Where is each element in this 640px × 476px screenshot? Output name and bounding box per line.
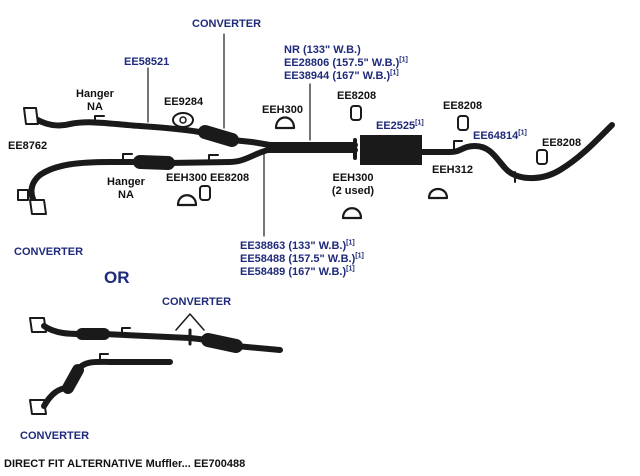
label-hanger-na-mid: Hanger NA bbox=[100, 176, 152, 202]
label-eeh312: EEH312 bbox=[432, 164, 473, 176]
muffler bbox=[360, 135, 422, 165]
eeh300-clamp-used bbox=[341, 207, 363, 220]
label-hanger-na-top: Hanger NA bbox=[70, 88, 120, 114]
label-eeh300-used: EEH300 (2 used) bbox=[325, 172, 381, 198]
ee8208-hanger-c bbox=[536, 149, 548, 165]
label-ee38944: EE38944 (167" W.B.)[1] bbox=[284, 69, 399, 82]
label-ee8208-a: EE8208 bbox=[337, 90, 377, 102]
label-eeh300-used-line2: (2 used) bbox=[331, 185, 375, 197]
label-ee58488: EE58488 (157.5" W.B.)[1] bbox=[240, 252, 364, 265]
label-ee9284: EE9284 bbox=[164, 96, 204, 108]
alt-pipe-lower-2 bbox=[75, 358, 173, 373]
label-hanger-top-line2: NA bbox=[87, 101, 103, 113]
ee8208-hanger-b bbox=[457, 115, 469, 131]
label-nr: NR (133" W.B.) bbox=[284, 44, 361, 56]
pipe-converter-to-intermediate bbox=[229, 137, 358, 148]
alt-converter-mid bbox=[201, 333, 243, 353]
converter-upper bbox=[198, 125, 239, 147]
bracket-4 bbox=[453, 140, 463, 151]
label-eeh300-used-line1: EEH300 bbox=[332, 172, 374, 184]
pipe-lower-to-merge bbox=[165, 147, 358, 166]
alt-pipe-mid bbox=[187, 335, 283, 353]
label-ee8208-c: EE8208 bbox=[542, 137, 582, 149]
label-hanger-top-line1: Hanger bbox=[76, 88, 114, 100]
label-ee64814: EE64814[1] bbox=[473, 129, 527, 142]
label-ee58489: EE58489 (167" W.B.)[1] bbox=[240, 265, 355, 278]
label-or: OR bbox=[104, 268, 130, 287]
label-ee28806: EE28806 (157.5" W.B.)[1] bbox=[284, 56, 408, 69]
alt-bracket-2 bbox=[99, 353, 109, 362]
ee8208-hanger-a bbox=[350, 105, 362, 121]
label-converter-left: CONVERTER bbox=[14, 246, 84, 258]
bracket-3 bbox=[208, 154, 219, 163]
label-converter-top: CONVERTER bbox=[192, 18, 262, 30]
flange-lower2 bbox=[17, 189, 29, 201]
label-ee58521: EE58521 bbox=[124, 56, 170, 68]
bracket-2 bbox=[122, 153, 133, 162]
label-converter-pipe-options: EE38863 (133" W.B.)[1] EE58488 (157.5" W… bbox=[240, 239, 364, 279]
label-converter-mid: CONVERTER bbox=[162, 296, 232, 308]
label-pipe-options: NR (133" W.B.) EE28806 (157.5" W.B.)[1] … bbox=[284, 44, 408, 83]
front-pipe-upper bbox=[27, 112, 208, 136]
front-pipe-lower bbox=[28, 159, 143, 210]
label-converter-bottom: CONVERTER bbox=[20, 430, 90, 442]
alt-pipe-upper-2 bbox=[101, 331, 193, 341]
label-eeh300-mid: EEH300 bbox=[166, 172, 207, 184]
alt-leader-converter bbox=[175, 313, 205, 331]
label-hanger-mid-line2: NA bbox=[118, 189, 134, 201]
converter-lower bbox=[133, 155, 175, 170]
alt-converter-lower bbox=[62, 364, 84, 394]
label-ee8208-mid: EE8208 bbox=[210, 172, 250, 184]
label-ee2525: EE2525[1] bbox=[376, 119, 424, 132]
label-ee38863: EE38863 (133" W.B.)[1] bbox=[240, 239, 355, 252]
footer-note: DIRECT FIT ALTERNATIVE Muffler... EE7004… bbox=[4, 458, 246, 470]
label-ee8762: EE8762 bbox=[8, 140, 48, 152]
eeh300-clamp-top bbox=[274, 116, 296, 130]
bracket-1 bbox=[94, 115, 105, 124]
flange-upper bbox=[23, 107, 39, 125]
label-ee8208-b: EE8208 bbox=[443, 100, 483, 112]
label-hanger-mid-line1: Hanger bbox=[107, 176, 145, 188]
alt-bracket-1 bbox=[121, 327, 131, 337]
label-eeh300-top: EEH300 bbox=[262, 104, 303, 116]
flange-lower bbox=[29, 199, 47, 215]
tail-pipe bbox=[419, 122, 615, 182]
alt-flange-1 bbox=[29, 317, 47, 333]
eeh300-clamp-mid bbox=[176, 194, 198, 207]
eeh312-clamp bbox=[427, 187, 449, 200]
ee8208-hanger-mid bbox=[199, 185, 211, 201]
